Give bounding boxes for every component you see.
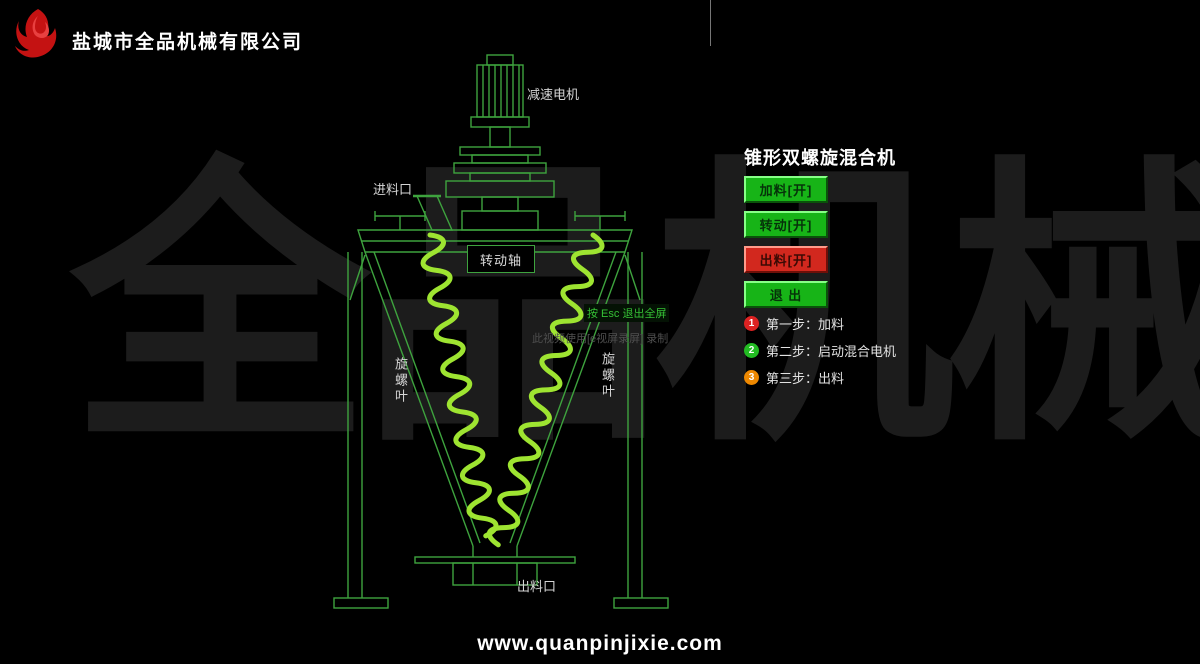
- step-1-text: 第一步：加料: [766, 317, 845, 332]
- left-screw-label: 旋螺叶: [393, 357, 408, 405]
- rotate-button[interactable]: 转动[开]: [744, 211, 828, 238]
- step-1-badge: 1: [744, 316, 759, 331]
- esc-fullscreen-hint: 按 Esc 退出全屏: [584, 304, 670, 322]
- inlet-label: 进料口: [373, 182, 413, 197]
- right-screw-label: 旋螺叶: [600, 352, 615, 400]
- panel-title: 锥形双螺旋混合机: [744, 148, 896, 168]
- mixer-outline: [333, 54, 669, 609]
- step-row-3: 3 第三步：出料: [744, 368, 844, 387]
- exit-button[interactable]: 退 出: [744, 281, 828, 308]
- step-2-text: 第二步：启动混合电机: [766, 344, 897, 359]
- motor-label: 减速电机: [527, 87, 580, 102]
- step-row-1: 1 第一步：加料: [744, 314, 844, 333]
- screw-coils: [420, 232, 605, 548]
- recording-artifact-line: [710, 0, 711, 46]
- feed-button[interactable]: 加料[开]: [744, 176, 828, 203]
- step-row-2: 2 第二步：启动混合电机: [744, 341, 896, 360]
- screen-recorder-watermark: 此视频使用[e视屏录屏] 录制: [532, 333, 669, 345]
- mixer-diagram: [333, 54, 669, 609]
- outlet-label: 出料口: [517, 579, 557, 594]
- step-3-text: 第三步：出料: [766, 371, 845, 386]
- shaft-label: 转动轴: [467, 245, 535, 273]
- step-3-badge: 3: [744, 370, 759, 385]
- left-screw-coil: [420, 232, 499, 539]
- company-name: 盐城市全品机械有限公司: [72, 32, 304, 53]
- discharge-button[interactable]: 出料[开]: [744, 246, 828, 273]
- company-logo-icon: [15, 9, 57, 58]
- step-2-badge: 2: [744, 343, 759, 358]
- right-screw-coil: [486, 232, 605, 548]
- website-url: www.quanpinjixie.com: [477, 632, 723, 655]
